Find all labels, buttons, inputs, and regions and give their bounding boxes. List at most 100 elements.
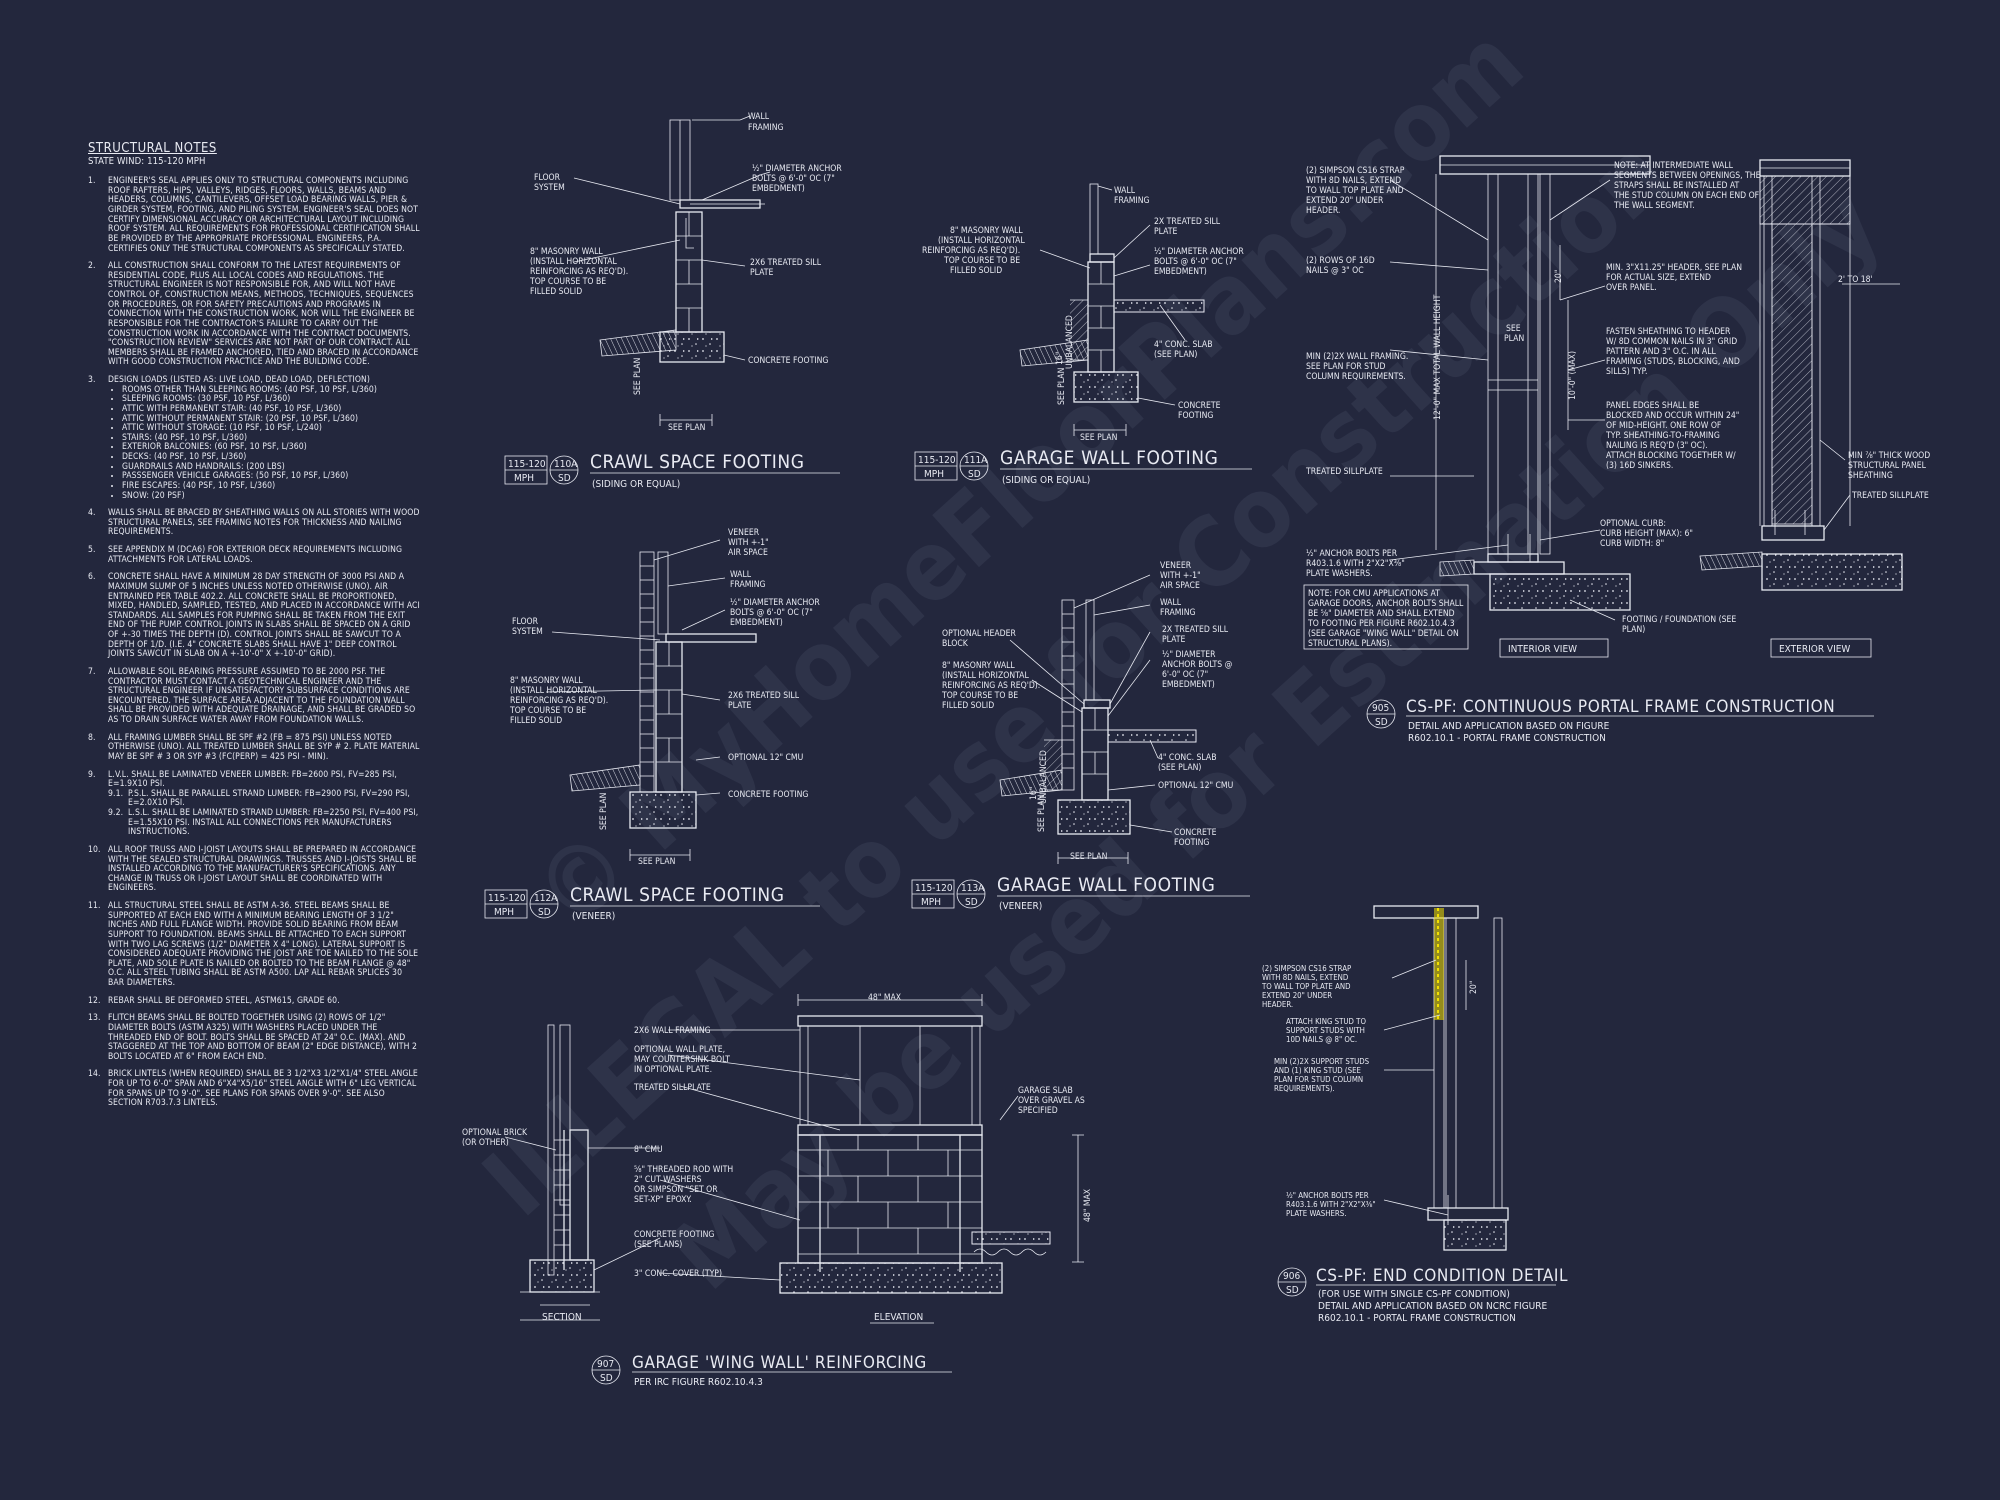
note-number: 14.	[88, 1069, 101, 1080]
note-bullet: FIRE ESCAPES: (40 PSF, 10 PSF, L/360)	[122, 481, 377, 492]
svg-text:SD: SD	[538, 907, 551, 918]
note-subitem: 9.1.P.S.L. SHALL BE PARALLEL STRAND LUMB…	[108, 788, 420, 809]
note-number: 3.	[88, 375, 96, 386]
svg-text:MPH: MPH	[924, 469, 944, 480]
label-111a-see-plan: SEE PLAN	[1080, 433, 1118, 443]
subtitle-906-line-3: R602.10.1 - PORTAL FRAME CONSTRUCTION	[1318, 1313, 1516, 1324]
svg-text:SD: SD	[968, 469, 981, 480]
title-907: GARAGE 'WING WALL' REINFORCING	[632, 1353, 927, 1373]
note-item: 11. ALL STRUCTURAL STEEL SHALL BE ASTM A-…	[88, 901, 420, 989]
label-905-dim-20: 20"	[1554, 270, 1564, 283]
note-number: 2.	[88, 261, 96, 272]
label-113a-see-plan-vertical: SEE PLAN	[1037, 794, 1047, 832]
label-907-elevation: ELEVATION	[874, 1312, 923, 1323]
label-112a-see-plan-vertical: SEE PLAN	[599, 792, 609, 830]
note-item: 10.ALL ROOF TRUSS AND I-JOIST LAYOUTS SH…	[88, 844, 420, 894]
label-907-cmu: 8" CMU	[634, 1145, 663, 1155]
svg-text:MPH: MPH	[494, 907, 514, 918]
label-907-opt-plate: OPTIONAL WALL PLATE,MAY COUNTERSINK BOLT…	[634, 1045, 730, 1075]
label-907-sill: TREATED SILLPLATE	[633, 1083, 711, 1093]
label-111a-see-plan-vertical: SEE PLAN	[1057, 367, 1067, 405]
note-bullet: STAIRS: (40 PSF, 10 PSF, L/360)	[122, 433, 377, 444]
svg-text:MPH: MPH	[921, 897, 941, 908]
note-number: 11.	[88, 901, 101, 912]
label-905-2-to-18: 2' TO 18'	[1838, 275, 1873, 285]
svg-text:115-120: 115-120	[488, 893, 526, 904]
title-906: CS-PF: END CONDITION DETAIL	[1316, 1266, 1568, 1286]
label-907-48-max: 48" MAX	[868, 993, 902, 1003]
note-bullet: ATTIC WITHOUT PERMANENT STAIR: (20 PSF, …	[122, 414, 377, 425]
label-907-cover: 3" CONC. COVER (TYP)	[634, 1269, 722, 1279]
label-110a-footing: CONCRETE FOOTING	[748, 356, 828, 366]
note-bullet: ATTIC WITH PERMANENT STAIR: (40 PSF, 10 …	[122, 404, 377, 415]
label-113a-cmu: OPTIONAL 12" CMU	[1158, 781, 1233, 791]
svg-text:SD: SD	[600, 1373, 613, 1384]
note-number: 1.	[88, 176, 96, 187]
note-item: 1.ENGINEER'S SEAL APPLIES ONLY TO STRUCT…	[88, 176, 420, 254]
label-113a-see-plan: SEE PLAN	[1070, 852, 1108, 862]
structural-notes: STRUCTURAL NOTES STATE Wind: 115-120 mph…	[88, 141, 420, 1117]
note-text: ALL CONSTRUCTION SHALL CONFORM TO THE LA…	[108, 261, 419, 368]
label-110a-see-plan-vertical: SEE PLAN	[633, 357, 643, 395]
note-subitem-text: P.S.L. SHALL BE PARALLEL STRAND LUMBER: …	[128, 788, 410, 809]
note-item: 12.REBAR SHALL BE DEFORMED STEEL, ASTM61…	[88, 996, 420, 1007]
title-905: CS-PF: CONTINUOUS PORTAL FRAME CONSTRUCT…	[1406, 697, 1835, 717]
svg-text:SD: SD	[965, 897, 978, 908]
svg-text:115-120: 115-120	[918, 455, 956, 466]
note-number: 4.	[88, 508, 96, 519]
note-item: 6.CONCRETE SHALL HAVE A MINIMUM 28 DAY S…	[88, 573, 420, 660]
note-item: 3.DESIGN LOADS (LISTED AS: LIVE LOAD, DE…	[88, 375, 420, 501]
note-number: 10.	[88, 844, 101, 855]
note-bullet: DECKS: (40 PSF, 10 PSF, L/360)	[122, 452, 377, 463]
note-text: WALLS SHALL BE BRACED BY SHEATHING WALLS…	[108, 508, 420, 538]
label-905-ext-sillplate: TREATED SILLPLATE	[1851, 491, 1929, 501]
note-bullet: EXTERIOR BALCONIES: (60 PSF, 10 PSF, L/3…	[122, 443, 377, 453]
note-text: L.V.L. SHALL BE LAMINATED VENEER LUMBER:…	[108, 769, 397, 790]
note-text: BRICK LINTELS (WHEN REQUIRED) SHALL BE 3…	[108, 1069, 418, 1109]
label-906-dim-20: 20"	[1469, 981, 1479, 994]
svg-text:MPH: MPH	[514, 473, 534, 484]
note-number: 8.	[88, 732, 96, 743]
note-bullet: GUARDRAILS AND HANDRAILS: (200 LBS)	[122, 462, 377, 473]
title-113a: GARAGE WALL FOOTING	[997, 874, 1216, 896]
note-text: ALL STRUCTURAL STEEL SHALL BE ASTM A-36.…	[108, 901, 419, 989]
svg-text:115-120: 115-120	[508, 459, 546, 470]
notes-title: STRUCTURAL NOTES	[88, 141, 217, 156]
note-number: 5.	[88, 545, 96, 556]
svg-text:SD: SD	[1286, 1285, 1299, 1296]
label-907-framing: 2x6 WALL FRAMING	[634, 1026, 711, 1036]
subtitle-907: PER IRC FIGURE R602.10.4.3	[634, 1377, 763, 1388]
label-110a-see-plan: SEE PLAN	[668, 423, 706, 433]
note-bullet: ATTIC WITHOUT STORAGE: (10 PSF, 10 PSF, …	[122, 424, 377, 434]
